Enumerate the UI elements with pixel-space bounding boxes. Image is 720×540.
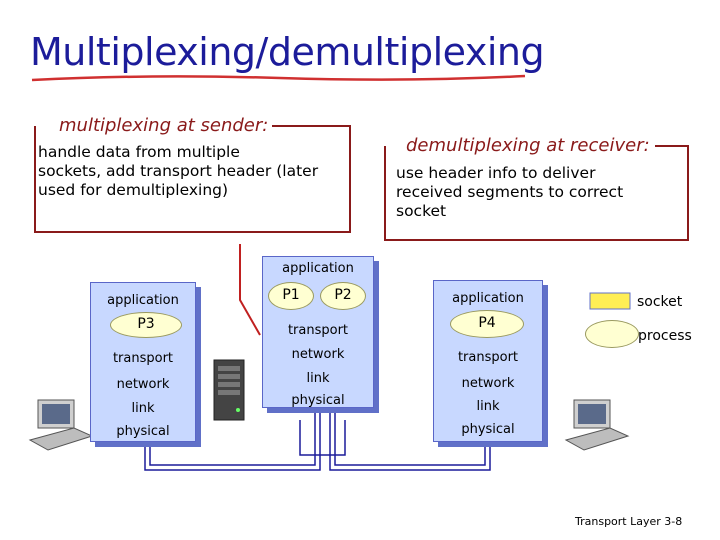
sender-line: sockets, add transport header (later bbox=[38, 162, 319, 180]
sender-description: handle data from multiple sockets, add t… bbox=[38, 143, 348, 200]
layer-transport: transport bbox=[457, 350, 519, 365]
footer: Transport Layer 3-8 bbox=[575, 515, 682, 528]
sender-line: used for demultiplexing) bbox=[38, 181, 229, 199]
receiver-line: use header info to deliver bbox=[396, 164, 596, 182]
layer-physical: physical bbox=[461, 422, 515, 437]
layer-physical: physical bbox=[116, 424, 170, 439]
server-icon bbox=[213, 359, 245, 421]
receiver-heading: demultiplexing at receiver: bbox=[402, 135, 654, 156]
middle-protocol-stack: application transport network link physi… bbox=[262, 256, 374, 408]
layer-application: application bbox=[452, 291, 524, 306]
footer-label: Transport Layer bbox=[575, 515, 661, 528]
layer-network: network bbox=[461, 376, 515, 391]
receiver-description: use header info to deliver received segm… bbox=[396, 164, 681, 221]
process-p4: P4 bbox=[450, 310, 524, 338]
sockets bbox=[124, 292, 631, 320]
process-label: P3 bbox=[137, 316, 155, 332]
process-label: P2 bbox=[334, 287, 352, 303]
footer-page: 3-8 bbox=[664, 515, 683, 528]
layer-link: link bbox=[131, 401, 155, 416]
layer-network: network bbox=[291, 347, 345, 362]
sender-heading: multiplexing at sender: bbox=[55, 115, 273, 136]
layer-physical: physical bbox=[291, 393, 345, 408]
layer-application: application bbox=[107, 293, 179, 308]
layer-link: link bbox=[306, 371, 330, 386]
legend-socket-label: socket bbox=[637, 294, 683, 310]
receiver-line: received segments to correct bbox=[396, 183, 624, 201]
layer-transport: transport bbox=[112, 351, 174, 366]
layer-application: application bbox=[282, 261, 354, 276]
title-underline bbox=[31, 74, 526, 82]
receiver-line: socket bbox=[396, 202, 447, 220]
layer-link: link bbox=[476, 399, 500, 414]
legend-process-label: process bbox=[638, 328, 692, 344]
layer-transport: transport bbox=[287, 323, 349, 338]
page-title: Multiplexing/demultiplexing bbox=[30, 30, 545, 74]
layer-network: network bbox=[116, 377, 170, 392]
left-protocol-stack: application transport network link physi… bbox=[90, 282, 196, 442]
laptop-icon bbox=[28, 399, 94, 451]
process-p2: P2 bbox=[320, 282, 366, 310]
sender-line: handle data from multiple bbox=[38, 143, 240, 161]
right-protocol-stack: application transport network link physi… bbox=[433, 280, 543, 442]
process-label: P4 bbox=[478, 315, 496, 331]
legend-process-shape bbox=[585, 320, 639, 348]
process-p1: P1 bbox=[268, 282, 314, 310]
process-label: P1 bbox=[282, 287, 300, 303]
laptop-icon bbox=[564, 399, 630, 451]
process-p3: P3 bbox=[110, 312, 182, 338]
